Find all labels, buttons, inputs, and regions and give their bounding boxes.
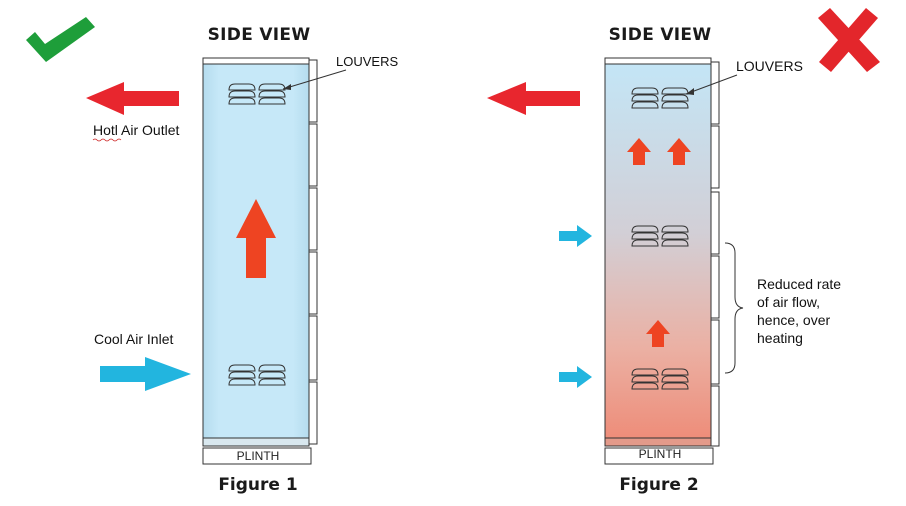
figure-caption-2: Figure 2	[619, 475, 698, 495]
louvers-pointer-1	[282, 69, 347, 90]
overheating-note-line-1: Reduced rate	[757, 276, 841, 292]
louvers-label-1: LOUVERS	[336, 54, 398, 69]
hot-air-outlet-arrow	[86, 82, 179, 115]
figure-1: SIDE VIEW PLINTH LOUVERS Hotl Air Outlet	[26, 17, 398, 495]
louvers-pointer-2	[685, 74, 738, 95]
updraft-arrow-1	[236, 199, 276, 278]
cool-air-inlet-label: Cool Air Inlet	[94, 331, 173, 347]
check-icon	[26, 17, 95, 62]
overheating-note-line-3: hence, over	[757, 312, 830, 328]
cool-air-inlet-arrow-2a	[559, 225, 592, 247]
side-view-header-1: SIDE VIEW	[208, 25, 311, 45]
plinth-1	[202, 447, 312, 465]
plinth-label-1: PLINTH	[237, 449, 280, 463]
updraft-arrow-2c	[646, 320, 670, 347]
overheating-note-line-4: heating	[757, 330, 803, 346]
hot-air-outlet-arrow-2	[487, 82, 580, 115]
updraft-arrow-2a	[627, 138, 651, 165]
plinth-2	[604, 447, 714, 465]
side-view-header-2: SIDE VIEW	[609, 25, 712, 45]
note-brace	[724, 242, 744, 374]
updraft-arrow-2b	[667, 138, 691, 165]
figure-caption-1: Figure 1	[218, 475, 297, 495]
figure-2: SIDE VIEW PLINTH LOUVERS	[487, 8, 880, 495]
door-panels-1	[308, 59, 318, 445]
cool-air-inlet-arrow-2b	[559, 366, 592, 388]
plinth-label-2: PLINTH	[639, 447, 682, 461]
overheating-note-line-2: of air flow,	[757, 294, 820, 310]
door-panels-2	[710, 61, 720, 447]
louvers-label-2: LOUVERS	[736, 58, 803, 74]
cool-air-inlet-arrow	[100, 357, 191, 391]
cross-icon	[818, 8, 880, 72]
hot-air-outlet-label: Hotl Air Outlet	[93, 122, 179, 138]
